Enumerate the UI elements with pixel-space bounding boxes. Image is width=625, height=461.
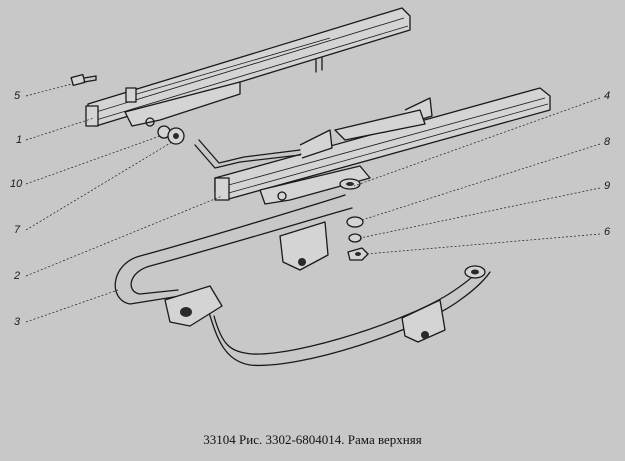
callout-1: 1 [16,134,23,146]
bolt [70,73,97,87]
tubular-frame [114,178,491,367]
seat-rail-left [85,7,411,127]
callout-3: 3 [14,316,21,328]
seat-rail-right [194,87,551,205]
callout-7: 7 [14,224,21,236]
callout-9: 9 [604,180,611,192]
leader-lines [25,83,601,323]
figure-caption: 33104 Рис. 3302-6804014. Рама верхняя [203,432,422,447]
callout-8: 8 [604,136,611,148]
fasteners-right [346,216,369,261]
callout-6: 6 [604,226,611,238]
callout-2: 2 [14,270,21,282]
callout-4: 4 [604,90,611,102]
nut-left [157,125,185,145]
callout-5: 5 [14,90,21,102]
callout-10: 10 [10,178,23,190]
